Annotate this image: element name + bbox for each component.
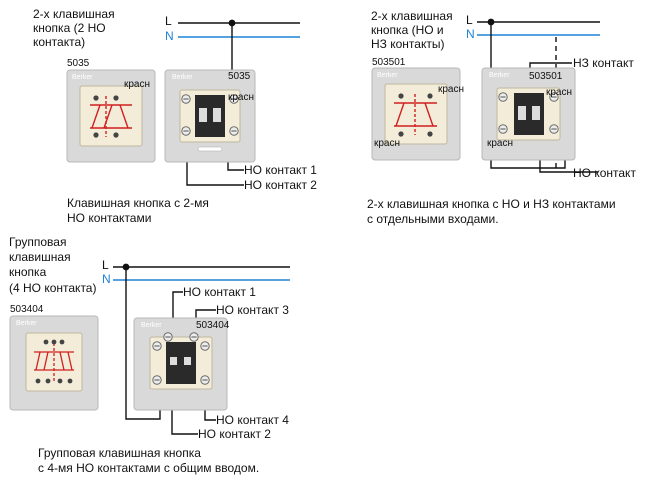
d1-title-line-3: контакта) bbox=[33, 35, 86, 49]
d2-caption-2: с отдельными входами. bbox=[367, 212, 499, 226]
d2-l-label: L bbox=[466, 13, 473, 27]
d3-title-line-4: (4 НО контакта) bbox=[9, 281, 97, 295]
d1-right-device bbox=[164, 69, 256, 163]
d1-red-left: красн bbox=[124, 79, 151, 90]
d1-left-device bbox=[66, 69, 156, 163]
d2-title-line-3: НЗ контакты) bbox=[371, 37, 445, 51]
d3-n-label: N bbox=[102, 272, 111, 286]
d2-red-right-top: красн bbox=[546, 87, 573, 98]
d2-left-device bbox=[371, 67, 461, 161]
d2-no-contact: НО контакт bbox=[573, 166, 636, 180]
d1-red-right: красн bbox=[228, 92, 255, 103]
d2-nz-contact: НЗ контакт bbox=[573, 56, 634, 70]
d3-no-contact-3: НО контакт 3 bbox=[216, 303, 289, 317]
d3-code-left: 503404 bbox=[10, 304, 44, 315]
d3-brand-left: Berker bbox=[16, 320, 37, 327]
d1-n-label: N bbox=[165, 29, 174, 43]
d1-code-left: 5035 bbox=[67, 58, 90, 69]
d2-right-device bbox=[481, 67, 576, 161]
d3-no-contact-2: НО контакт 2 bbox=[198, 427, 271, 441]
d1-caption-1: Клавишная кнопка с 2-мя bbox=[67, 196, 209, 210]
d3-no-contact-4: НО контакт 4 bbox=[216, 413, 289, 427]
d2-red-right-bottom: красн bbox=[487, 138, 514, 149]
d2-red-left-top: красн bbox=[438, 84, 465, 95]
d2-code-left: 503501 bbox=[372, 57, 406, 68]
d1-title-line-2: кнопка (2 НО bbox=[33, 21, 106, 35]
d3-title-line-2: клавишная bbox=[9, 250, 71, 264]
d3-code-right: 503404 bbox=[196, 320, 230, 331]
d2-brand-right: Berker bbox=[489, 72, 510, 79]
d2-brand-left: Berker bbox=[377, 72, 398, 79]
d1-no-contact-1: НО контакт 1 bbox=[244, 163, 317, 177]
d1-title-line-1: 2-х клавишная bbox=[33, 7, 115, 21]
d3-title-line-3: кнопка bbox=[9, 265, 47, 279]
d2-caption-1: 2-х клавишная кнопка с НО и НЗ контактам… bbox=[367, 197, 616, 211]
d1-no-contact-2: НО контакт 2 bbox=[244, 178, 317, 192]
d3-caption-1: Групповая клавишная кнопка bbox=[38, 446, 201, 460]
d2-title-line-1: 2-х клавишная bbox=[371, 9, 453, 23]
d2-red-left-bottom: красн bbox=[374, 138, 401, 149]
diagram-2 bbox=[371, 18, 600, 173]
d3-title-line-1: Групповая bbox=[9, 235, 67, 249]
d1-code-right: 5035 bbox=[228, 71, 251, 82]
d2-title-line-2: кнопка (НО и bbox=[371, 23, 444, 37]
d1-brand-right: Berker bbox=[172, 74, 193, 81]
d3-no-contact-1: НО контакт 1 bbox=[183, 285, 256, 299]
d3-left-device bbox=[9, 315, 99, 411]
d2-n-label: N bbox=[466, 27, 475, 41]
diagram-1 bbox=[66, 19, 300, 186]
d1-caption-2: НО контактами bbox=[67, 211, 152, 225]
d1-l-label: L bbox=[165, 14, 172, 28]
d3-brand-right: Berker bbox=[141, 322, 162, 329]
d3-right-device bbox=[133, 317, 228, 411]
d3-l-label: L bbox=[102, 258, 109, 272]
diagram-3 bbox=[9, 263, 290, 435]
d1-brand-left: Berker bbox=[72, 74, 93, 81]
d2-code-right: 503501 bbox=[529, 71, 563, 82]
d3-caption-2: с 4-мя НО контактами с общим вводом. bbox=[38, 461, 260, 475]
